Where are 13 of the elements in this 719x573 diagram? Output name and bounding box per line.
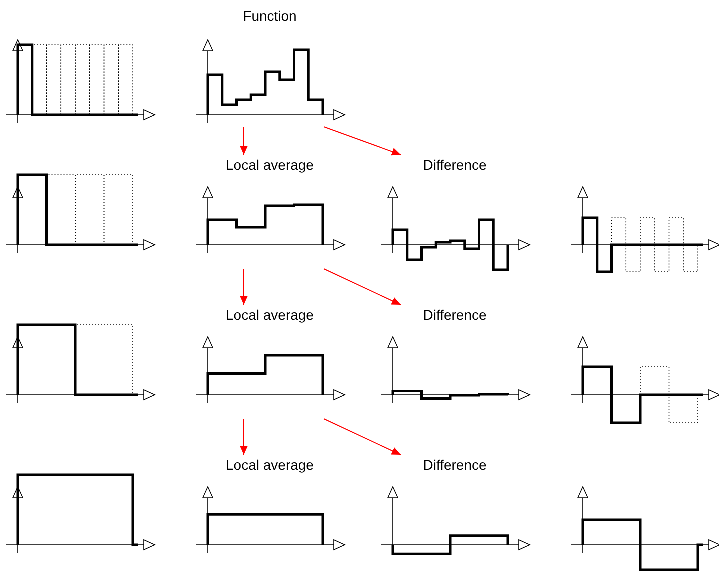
plot-title: Local average: [225, 456, 315, 474]
plot-title: Difference: [422, 156, 488, 174]
plot-title: Difference: [422, 456, 488, 474]
arrow: [240, 126, 248, 156]
plot-title: Local average: [225, 156, 315, 174]
arrow: [324, 268, 402, 306]
arrow: [240, 418, 248, 456]
arrow: [324, 418, 402, 456]
plot-title: Local average: [225, 306, 315, 324]
arrow: [324, 126, 402, 156]
plot-title: Difference: [422, 306, 488, 324]
arrow: [240, 268, 248, 306]
plot-title: Function: [242, 7, 298, 25]
